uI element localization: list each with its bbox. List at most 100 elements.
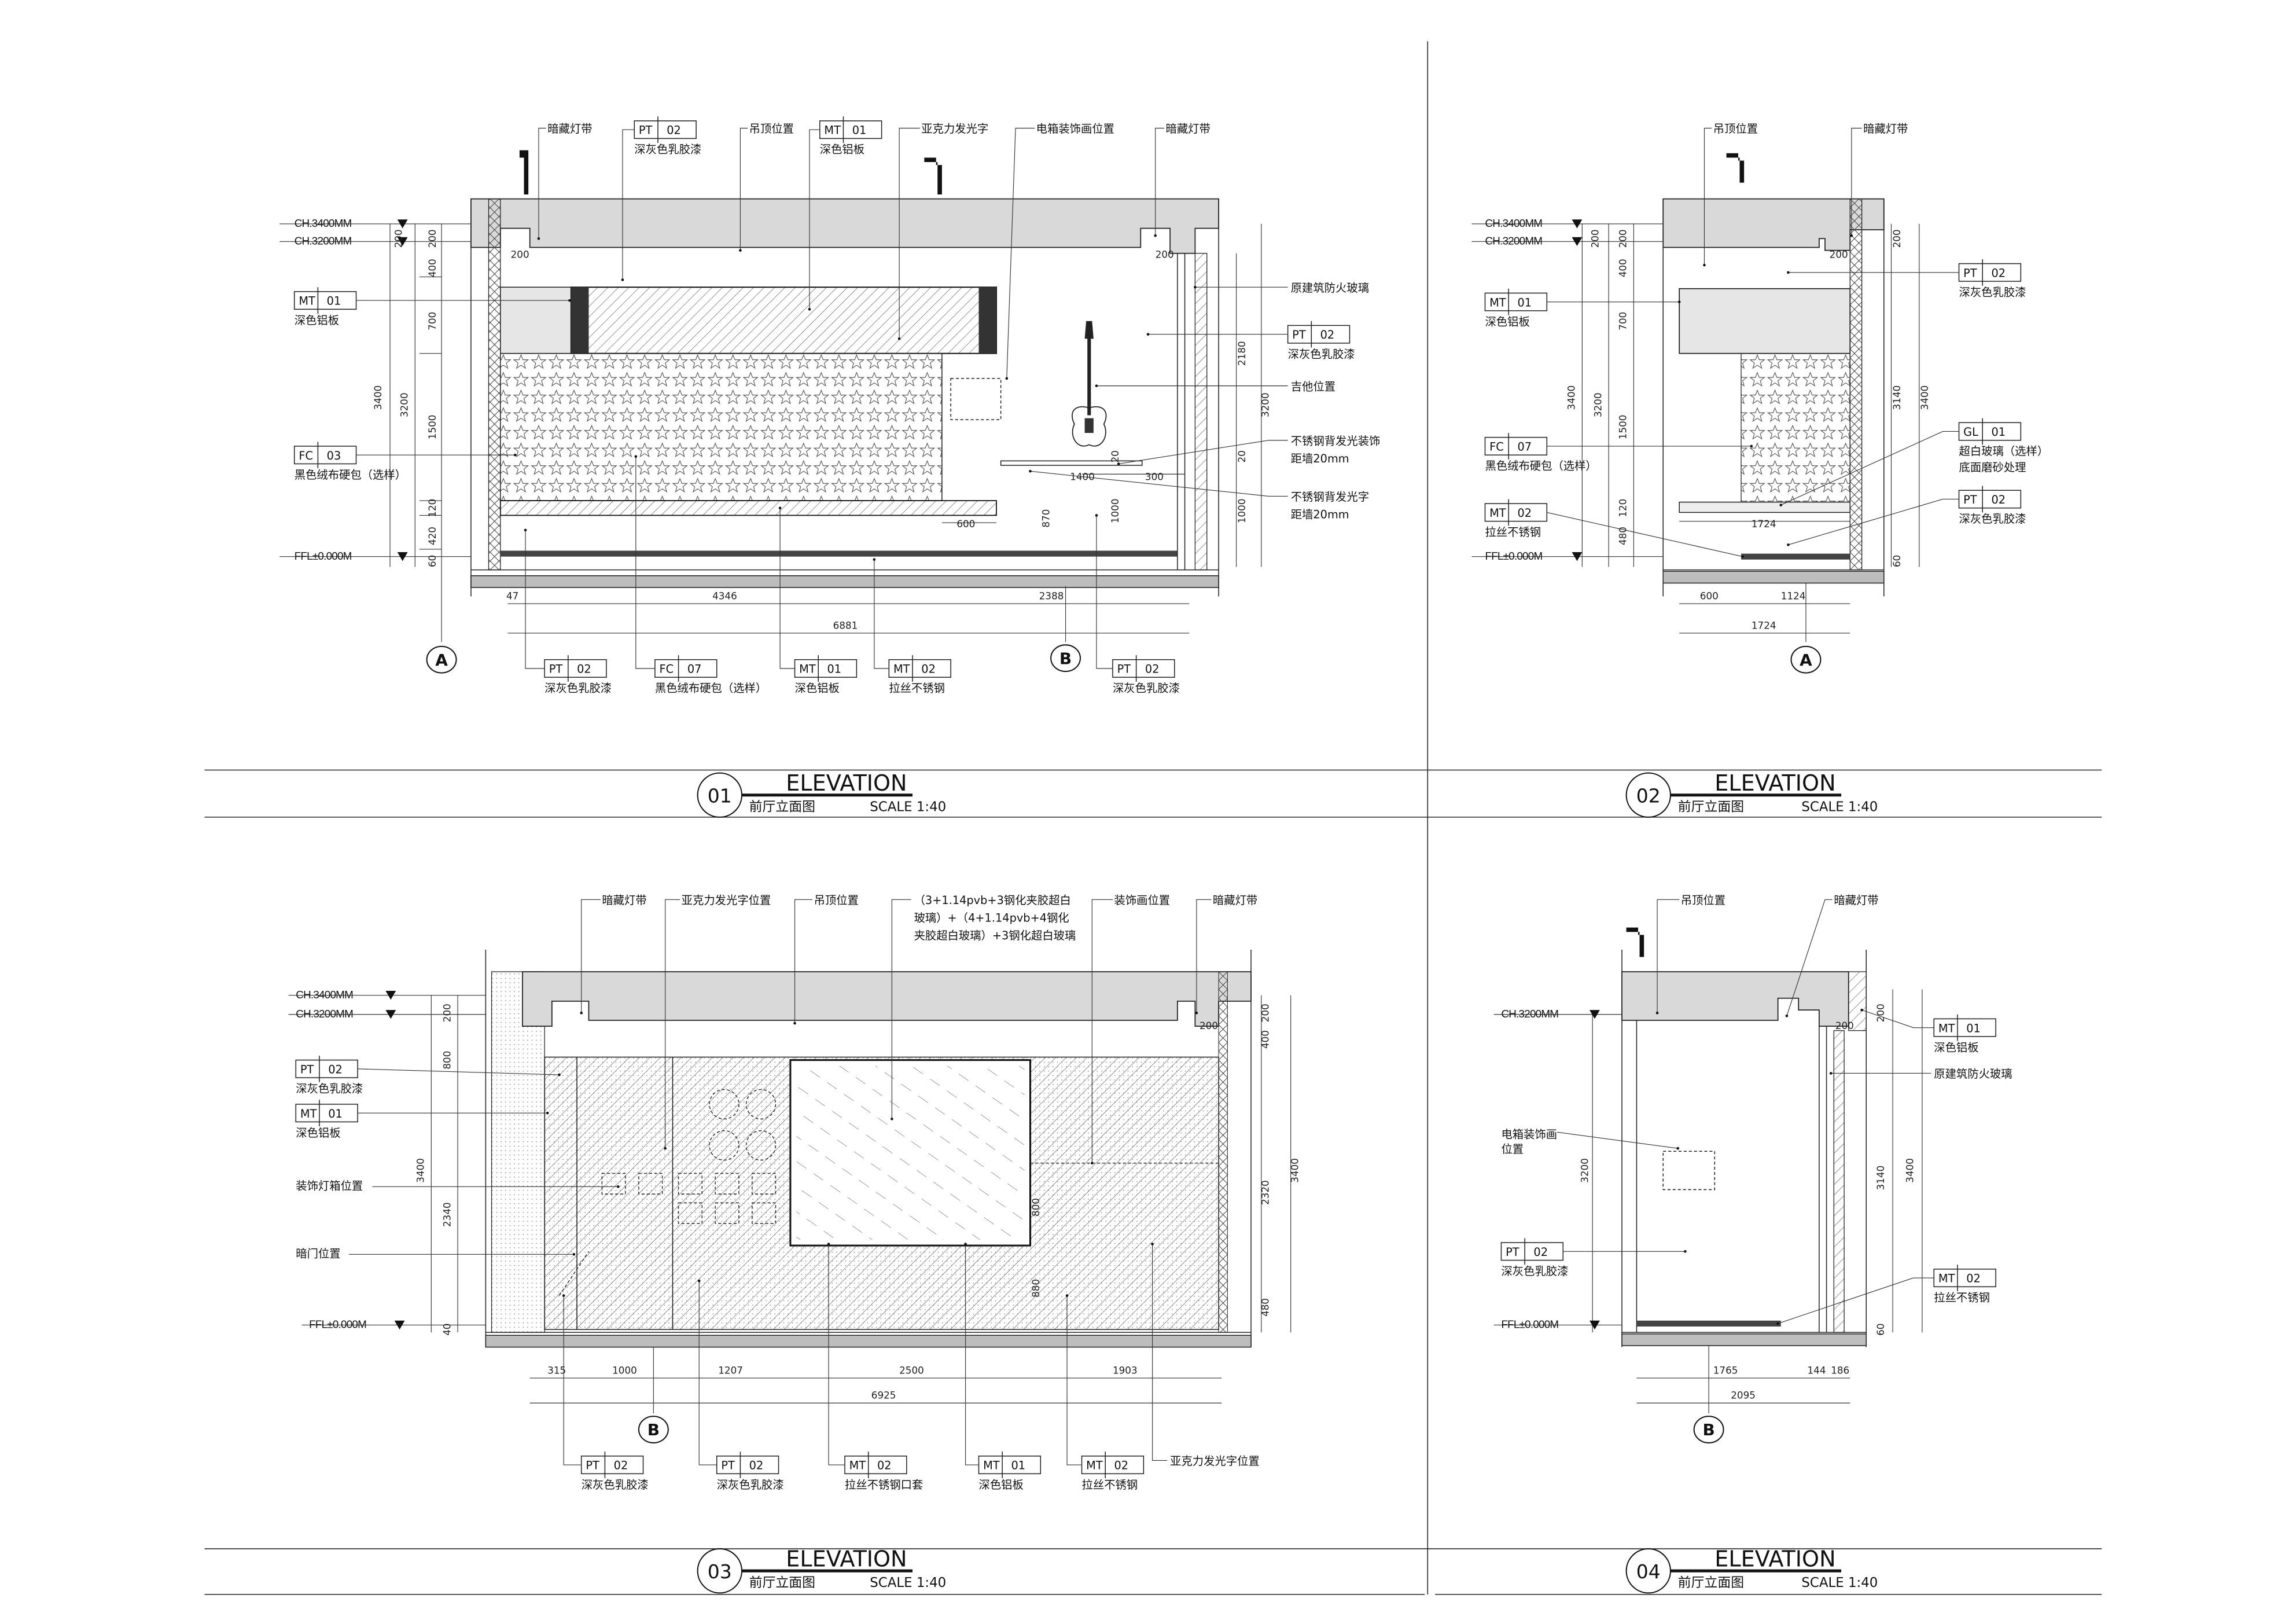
leader-line [1780,431,1959,506]
leader-arrow [1787,543,1790,546]
level-marker: FFL±0.000M [1485,550,1542,562]
dimension-value: 1000 [1109,498,1121,523]
material-number: 01 [327,295,341,308]
material-code: MT [1086,1459,1103,1472]
leader-line [563,1295,582,1465]
leader-line [1788,498,1959,545]
dimension-value: 4346 [712,590,737,601]
dimension-value: 700 [426,312,438,330]
leader-line [698,1281,717,1465]
dimension-value: 20 [1236,450,1248,462]
dimension-value: 400 [426,259,438,277]
drawing-title: ELEVATION [1714,770,1835,796]
leader-arrow [964,1243,967,1245]
dimension-value: 3400 [1904,1158,1916,1183]
material-code: PT [1963,266,1977,280]
leader-arrow [1850,234,1853,237]
callout-label: 距墙20mm [1291,452,1349,465]
drawing-scale: SCALE 1:40 [1801,800,1878,815]
dimension-value: 2180 [1236,341,1248,366]
dimension-value: 420 [426,527,438,545]
material-number: 01 [1966,1022,1981,1035]
material-tag-box [819,120,882,139]
leader-line [1118,440,1288,465]
drawing-scale: SCALE 1:40 [870,800,946,815]
material-number: 02 [1320,328,1335,341]
dimension-value: 3200 [1260,392,1271,417]
material-description-2: 底面磨砂处理 [1959,461,2026,474]
leader-line [779,508,795,669]
dimension-value: 200 [426,229,438,248]
drawing-subtitle: 前厅立面图 [1678,800,1744,815]
dimension-value: 1400 [1070,471,1095,482]
material-description: 深色铝板 [1934,1041,1978,1054]
material-code: MT [893,663,910,676]
callout-label: （3+1.14pvb+3钢化夹胶超白 [914,894,1071,907]
material-code: MT [799,663,816,676]
leader-line [635,456,655,669]
material-description: 深灰色乳胶漆 [544,682,612,695]
material-tag-box [295,1059,358,1078]
material-code: PT [586,1459,599,1472]
material-description: 黑色绒布硬包（选样） [295,468,406,482]
material-tag-box [1484,436,1548,455]
level-triangle-icon [397,219,408,229]
material-number: 02 [877,1459,892,1472]
material-tag-box [580,1456,644,1475]
material-tag-box [634,120,697,139]
dimension-value: 600 [956,518,975,530]
leader-arrow [1703,263,1706,267]
dimension-value: 1500 [426,415,438,440]
leader-line [1557,1131,1678,1149]
level-triangle-icon [394,1320,405,1330]
grid-bubble [1050,644,1081,673]
drawing-scale: SCALE 1:40 [1801,1575,1878,1590]
dimension-value: 60 [426,555,438,567]
callout-label: 原建筑防火玻璃 [1934,1067,2012,1081]
callout-label: 暗藏灯带 [547,122,592,135]
leader-arrow [897,337,901,340]
leader-line [891,899,911,1119]
leader-line [1786,899,1833,1016]
leader-arrow [546,1111,549,1115]
material-code: MT [1489,296,1506,309]
dimension-value: 870 [1040,509,1052,528]
level-triangle-icon [397,552,408,561]
material-code: FC [1489,440,1504,454]
level-triangle-icon [385,991,396,1000]
dimension-value: 480 [1617,527,1629,545]
callout-label: 玻璃）+（4+1.14pvb+4钢化 [914,911,1069,924]
elevation-04-drawing [1493,927,1923,1414]
material-tag-box [1484,292,1548,311]
dimension-value: 200 [1617,229,1629,248]
dimension-value: 800 [1030,1198,1042,1217]
dimension-value: 400 [1617,259,1629,277]
leader-line [1547,512,1743,557]
level-triangle-icon [1572,237,1583,246]
leader-arrow [664,1147,667,1150]
leader-line [828,1244,845,1465]
callout-label: 电箱装饰画 [1501,1127,1557,1141]
dimension-value: 200 [441,1004,452,1022]
material-description: 拉丝不锈钢 [1082,1478,1138,1491]
callout-label: 亚克力发光字位置 [682,894,771,907]
callout-label: 暗藏灯带 [1863,122,1908,135]
dimension-value: 1124 [1781,590,1806,601]
dimension-value: 1000 [612,1364,637,1376]
drawing-subtitle: 前厅立面图 [749,1575,815,1590]
material-number: 07 [1517,440,1532,454]
dimension-value: 1724 [1752,518,1776,530]
dimension-value: 200 [1835,1020,1854,1031]
callout-label: 原建筑防火玻璃 [1291,281,1369,295]
material-description: 深灰色乳胶漆 [1113,682,1180,695]
leader-arrow [617,1185,620,1188]
grid-label: B [1059,649,1072,668]
dimension-value: 3400 [372,385,384,410]
leader-arrow [1655,1011,1659,1015]
dimension-value: 600 [1700,590,1719,601]
elevation-02-drawing [1471,153,1920,642]
material-description: 深色铝板 [296,1126,340,1140]
dimension-value: 1724 [1752,619,1776,631]
material-description: 深色铝板 [795,682,840,695]
dimension-value: 400 [1260,1030,1271,1049]
